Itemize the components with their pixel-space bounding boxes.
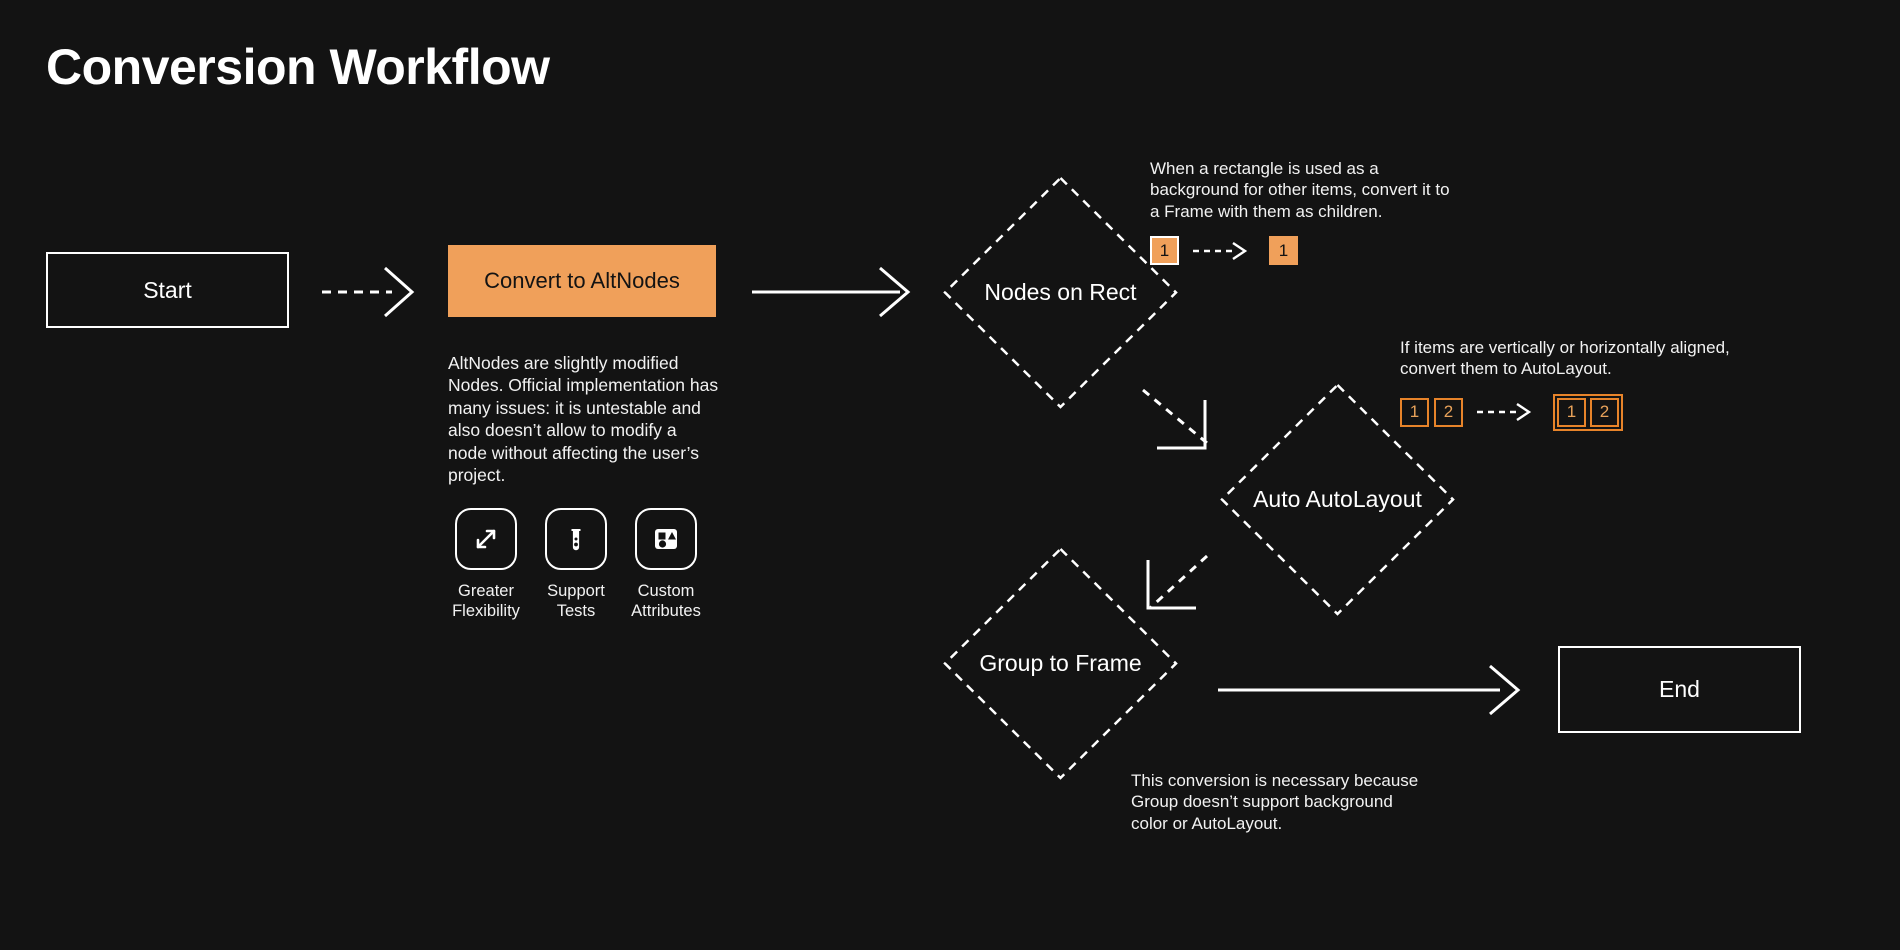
node-nodes-on-rect-label: Nodes on Rect	[984, 279, 1137, 305]
node-convert-to-altnodes[interactable]: Convert to AltNodes	[448, 245, 716, 317]
annotation-badge-row: 1 2 1 2	[1400, 393, 1730, 431]
connector-convert-to-nodes-on-rect	[752, 266, 911, 318]
diamond-shape	[1220, 383, 1455, 616]
node-end-label: End	[1659, 676, 1700, 702]
badge: 1	[1557, 397, 1586, 427]
badge: 1	[1400, 397, 1429, 427]
feature-label: Greater Flexibility	[452, 582, 520, 621]
badge: 2	[1434, 397, 1463, 427]
feature-support-tests[interactable]: Support Tests	[544, 508, 608, 621]
annotation-group-to-frame: This conversion is necessary because Gro…	[1131, 770, 1431, 834]
badge-group-after: 1	[1269, 236, 1298, 266]
node-end[interactable]: End	[1558, 646, 1801, 733]
annotation-text: If items are vertically or horizontally …	[1400, 338, 1730, 379]
badge-group-before: 1	[1150, 236, 1179, 266]
shapes-icon	[635, 508, 697, 570]
connector-group-to-frame-to-end	[1218, 664, 1521, 716]
dashed-arrow-icon	[1193, 241, 1248, 260]
convert-description: AltNodes are slightly modified Nodes. Of…	[448, 353, 719, 485]
annotation-auto-autolayout: If items are vertically or horizontally …	[1400, 337, 1730, 431]
node-group-to-frame-label: Group to Frame	[979, 650, 1142, 676]
annotation-text: This conversion is necessary because Gro…	[1131, 771, 1419, 833]
badge: 1	[1269, 236, 1298, 266]
feature-label: Support Tests	[547, 582, 605, 621]
test-tube-icon	[545, 508, 607, 570]
badge: 1	[1150, 236, 1179, 266]
annotation-text: When a rectangle is used as a background…	[1150, 159, 1450, 221]
node-auto-autolayout-label: Auto AutoLayout	[1253, 486, 1422, 512]
diamond-shape	[943, 176, 1178, 409]
annotation-badge-row: 1 1	[1150, 236, 1460, 266]
badge: 2	[1590, 397, 1619, 427]
node-nodes-on-rect[interactable]: Nodes on Rect	[942, 175, 1179, 410]
node-start-label: Start	[143, 276, 192, 303]
dashed-arrow-icon	[1477, 403, 1532, 422]
feature-label: Custom Attributes	[631, 582, 701, 621]
feature-list: Greater Flexibility Support Tests	[452, 508, 701, 621]
page-title: Conversion Workflow	[46, 39, 550, 95]
diamond-shape	[943, 547, 1178, 780]
annotation-nodes-on-rect: When a rectangle is used as a background…	[1150, 158, 1460, 266]
node-convert-label: Convert to AltNodes	[484, 268, 680, 293]
badge-group-after: 1 2	[1553, 393, 1623, 431]
feature-greater-flexibility[interactable]: Greater Flexibility	[452, 508, 520, 621]
connector-start-to-convert	[322, 266, 415, 318]
node-start[interactable]: Start	[46, 252, 289, 328]
node-auto-autolayout[interactable]: Auto AutoLayout	[1219, 382, 1456, 617]
expand-arrows-icon	[455, 508, 517, 570]
node-group-to-frame[interactable]: Group to Frame	[942, 546, 1179, 781]
feature-custom-attributes[interactable]: Custom Attributes	[631, 508, 701, 621]
badge-group-before: 1 2	[1400, 397, 1463, 427]
